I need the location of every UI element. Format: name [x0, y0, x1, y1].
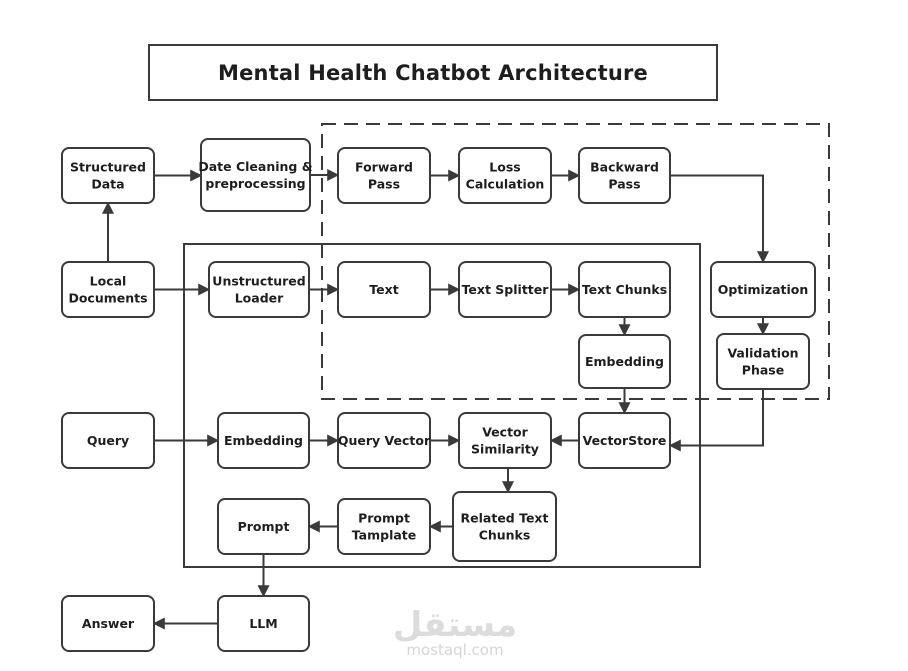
- node-box: [458, 412, 552, 469]
- node-box: [452, 491, 557, 562]
- node-label: Similarity: [471, 442, 539, 457]
- node-data-cleaning: Date Cleaning & preprocessing: [198, 138, 313, 212]
- node-vectorstore: VectorStore: [578, 412, 671, 469]
- node-box: [337, 498, 431, 555]
- node-box: [578, 147, 671, 204]
- node-label: VectorStore: [583, 433, 667, 448]
- node-label: Unstructured: [212, 274, 305, 289]
- node-label: Text Splitter: [462, 282, 550, 297]
- node-label: LLM: [249, 616, 277, 631]
- node-label: Loader: [235, 291, 284, 306]
- node-answer: Answer: [61, 595, 155, 652]
- node-text-splitter: Text Splitter: [458, 261, 552, 318]
- edges-layer: [102, 169, 769, 630]
- node-label: Local: [90, 274, 127, 289]
- node-label: Phase: [742, 363, 784, 378]
- node-box: [200, 138, 311, 212]
- diagram-title: Mental Health Chatbot Architecture: [218, 61, 648, 85]
- node-label: Prompt: [238, 519, 290, 534]
- node-box: [217, 498, 310, 555]
- training-pipeline-group: [321, 123, 830, 400]
- node-prompt: Prompt: [217, 498, 310, 555]
- node-label: Embedding: [585, 354, 664, 369]
- node-box: [578, 334, 671, 389]
- node-label: Backward: [590, 160, 659, 175]
- node-box: [61, 412, 155, 469]
- node-label: Text: [369, 282, 398, 297]
- node-llm: LLM: [217, 595, 310, 652]
- node-label: Query: [87, 433, 129, 448]
- node-box: [578, 412, 671, 469]
- node-label: Prompt: [358, 511, 410, 526]
- node-text: Text: [337, 261, 431, 318]
- node-box: [458, 261, 552, 318]
- node-label: Embedding: [224, 433, 303, 448]
- node-box: [61, 147, 155, 204]
- node-box: [578, 261, 671, 318]
- node-query-vector: Query Vector: [337, 412, 431, 469]
- node-label: Chunks: [479, 528, 531, 543]
- node-label: Date Cleaning &: [198, 159, 312, 174]
- watermark-arabic: مستقل: [393, 605, 517, 645]
- node-label: Calculation: [466, 177, 545, 192]
- rag-pipeline-group: [183, 243, 701, 568]
- node-label: Answer: [82, 616, 135, 631]
- node-box: [208, 261, 310, 318]
- node-label: Validation: [727, 346, 798, 361]
- edge-backward-pass-to-optimization: [670, 174, 769, 264]
- node-label: preprocessing: [205, 176, 305, 191]
- node-label: Related Text: [461, 511, 549, 526]
- watermark-latin: mostaql.com: [406, 641, 503, 659]
- node-embedding-doc: Embedding: [578, 334, 671, 389]
- node-label: Structured: [70, 160, 146, 175]
- node-label: Vector: [482, 425, 528, 440]
- node-text-chunks: Text Chunks: [578, 261, 671, 318]
- node-embedding-query: Embedding: [217, 412, 310, 469]
- node-box: [61, 261, 155, 318]
- node-label: Optimization: [718, 282, 809, 297]
- node-optimization: Optimization: [710, 261, 816, 318]
- node-box: [710, 261, 816, 318]
- node-box: [458, 147, 552, 204]
- watermark: مستقل mostaql.com: [393, 605, 517, 659]
- node-box: [61, 595, 155, 652]
- node-label: Data: [91, 177, 124, 192]
- node-box: [217, 412, 310, 469]
- node-label: Loss: [489, 160, 520, 175]
- node-query: Query: [61, 412, 155, 469]
- node-label: Tamplate: [352, 528, 417, 543]
- node-label: Query Vector: [338, 433, 431, 448]
- node-box: [337, 412, 431, 469]
- node-label: Pass: [608, 177, 640, 192]
- node-label: Text Chunks: [582, 282, 667, 297]
- node-box: [337, 147, 431, 204]
- node-box: [337, 261, 431, 318]
- node-box: [217, 595, 310, 652]
- node-label: Documents: [68, 291, 147, 306]
- title-box: Mental Health Chatbot Architecture: [148, 44, 718, 101]
- node-label: Pass: [368, 177, 400, 192]
- node-box: [716, 333, 810, 390]
- node-label: Forward: [355, 160, 413, 175]
- edge-validation-phase-to-vectorstore: [668, 389, 764, 452]
